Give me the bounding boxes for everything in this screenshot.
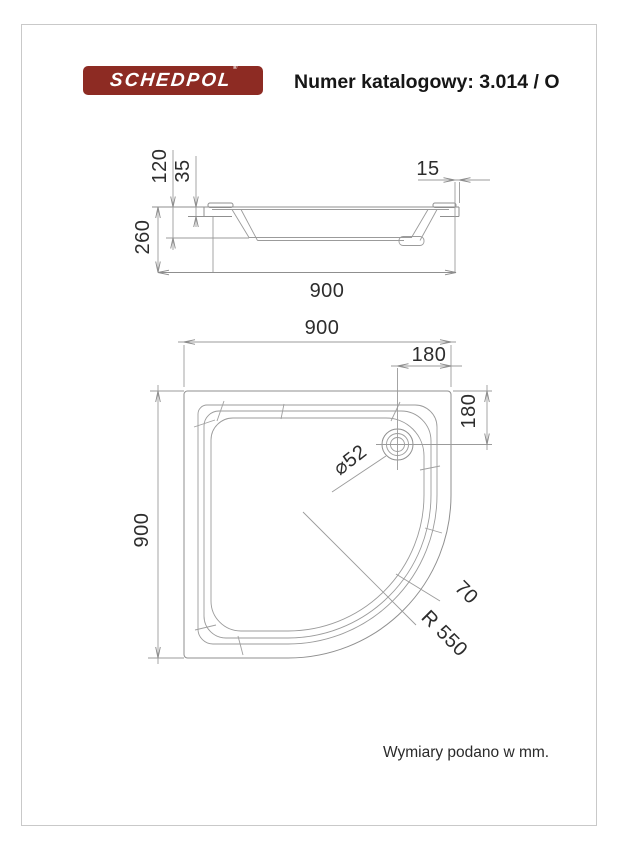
rim-contour-middle (203, 410, 432, 639)
rim-tick (419, 465, 441, 471)
label-drain-diameter: ⌀52 (329, 441, 371, 480)
basin-inner-contour (210, 417, 425, 632)
arrow-icon (484, 390, 490, 403)
dim-label-900-left: 900 (131, 513, 153, 548)
rim-tick (390, 401, 401, 422)
dim-label-180-horizontal: 180 (412, 344, 447, 366)
rim-tick (216, 400, 225, 422)
top-view: 900 180 180 900 ⌀52 70 R 550 (131, 317, 492, 664)
rim-tick (280, 403, 285, 420)
arrow-icon (170, 237, 176, 249)
label-front-radius: R 550 (417, 606, 472, 661)
rim-contour-outer (197, 404, 438, 645)
arrow-icon (183, 339, 196, 345)
arrow-icon (155, 646, 161, 659)
arrow-icon (155, 390, 161, 403)
dim-label-120: 120 (149, 149, 171, 184)
rim-left-edge-cap (207, 202, 234, 208)
rim-tick (194, 624, 217, 631)
arrow-icon (170, 196, 176, 208)
arrow-icon (155, 206, 161, 219)
arrow-icon (444, 269, 457, 276)
dim-label-260: 260 (132, 220, 154, 255)
arrow-icon (459, 177, 471, 183)
arrow-icon (439, 339, 452, 345)
arrow-icon (157, 269, 170, 276)
dim-label-35: 35 (172, 159, 194, 182)
dim-label-15: 15 (416, 158, 439, 180)
tray-outer-contour (183, 390, 452, 659)
catalog-number: Numer katalogowy: 3.014 / O (294, 71, 560, 93)
rim-tick (424, 527, 443, 534)
rim-tick (237, 635, 244, 656)
schedpol-logo: SCHEDPOL® (83, 65, 263, 95)
arrow-icon (397, 363, 409, 369)
arrow-icon (193, 196, 199, 208)
dim-label-900-top: 900 (305, 317, 340, 339)
rim-tick (193, 419, 216, 428)
arrow-icon (193, 216, 199, 228)
dim-label-180-vertical: 180 (458, 394, 480, 429)
arrow-icon (484, 433, 490, 445)
side-view: 120 35 260 15 900 (132, 149, 490, 302)
drain-outlet-side (398, 236, 425, 246)
basin-floor (249, 237, 412, 241)
leader-radius-550 (302, 511, 417, 626)
leader-rim-width (395, 573, 441, 602)
arrow-icon (443, 177, 455, 183)
page-border-frame (21, 24, 597, 826)
basin-right-wall (411, 209, 438, 241)
arrow-icon (439, 363, 452, 369)
label-rim-width: 70 (450, 577, 482, 609)
leader-drain-diameter (331, 455, 387, 493)
units-note: Wymiary podano w mm. (383, 744, 550, 761)
rim-right-edge-cap (432, 202, 457, 208)
basin-left-wall (231, 209, 258, 241)
ext-lines-900-left (148, 390, 184, 659)
dim-label-900-side: 900 (310, 280, 345, 302)
rim-underside-right (440, 207, 460, 217)
